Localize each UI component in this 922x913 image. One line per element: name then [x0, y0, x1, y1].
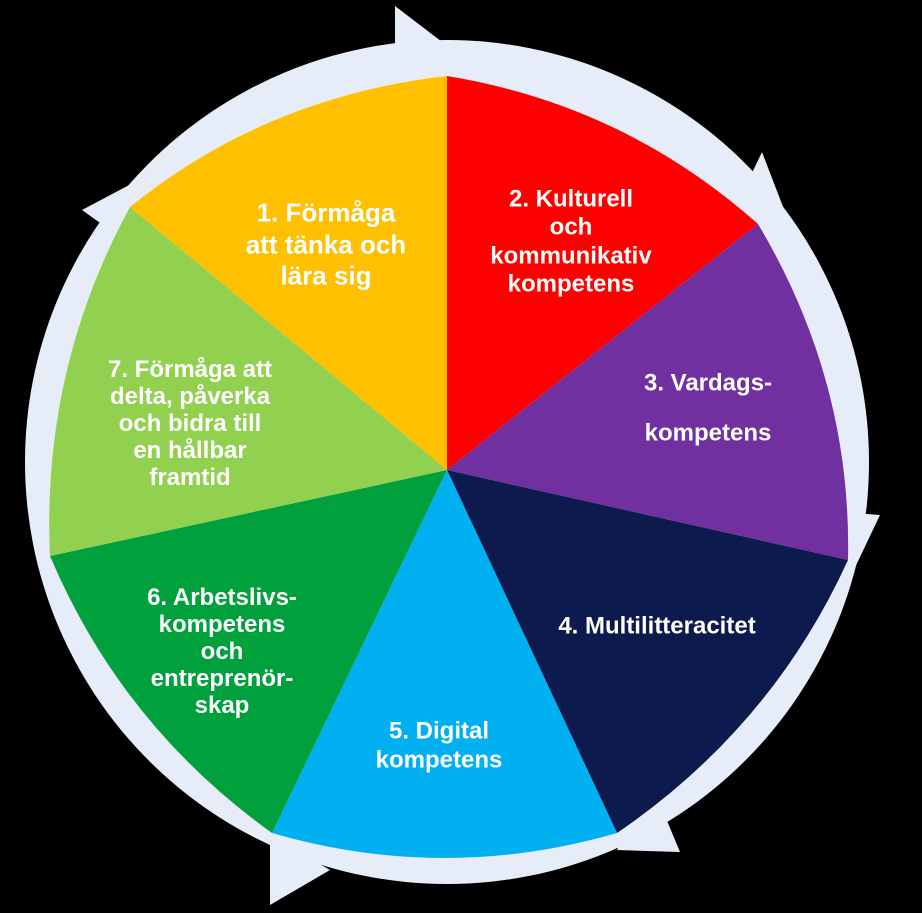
segment-4-label: 4. Multilitteracitet — [558, 612, 756, 640]
segment-3-slice — [447, 470, 848, 833]
segment-7-slice — [130, 76, 447, 470]
segment-2-slice — [447, 224, 849, 560]
arrow-head-5 — [270, 835, 330, 905]
arrow-head-4 — [617, 780, 680, 852]
segment-5-label: 5. Digital kompetens — [375, 717, 503, 774]
segment-6-label: 6. Arbetslivs- kompetens och entreprenör… — [147, 583, 297, 719]
segment-1-label: 1. Förmåga att tänka och lära sig — [245, 197, 407, 291]
segment-1-slice — [447, 76, 758, 470]
segment-4-slice — [272, 470, 617, 858]
segment-2-label: 2. Kulturell och kommunikativ kompetens — [490, 185, 652, 298]
segment-3-label: 3. Vardags- kompetens — [643, 369, 773, 447]
segment-6-slice — [49, 207, 448, 556]
segment-7-label: 7. Förmåga att delta, påverka och bidra … — [107, 355, 273, 491]
segment-5-slice — [50, 470, 447, 833]
arrow-head-1 — [395, 6, 450, 92]
